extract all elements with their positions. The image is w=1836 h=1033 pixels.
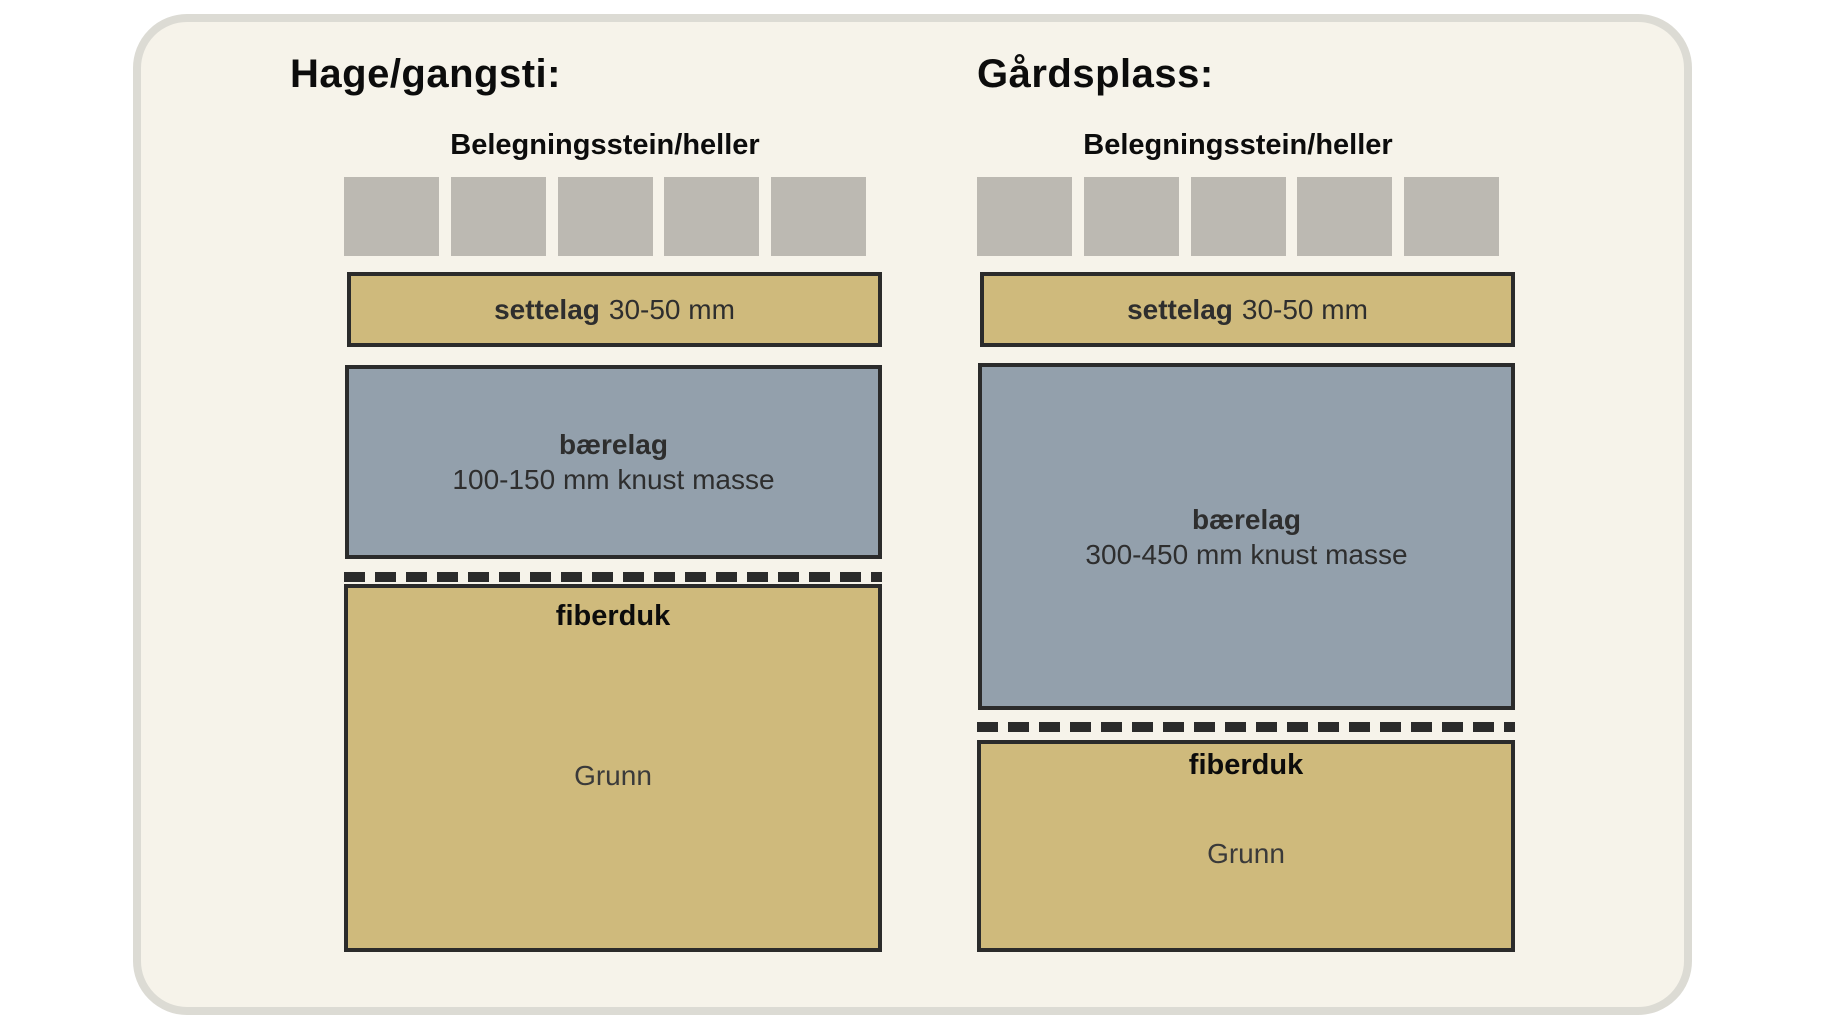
settelag-thickness: 30-50 mm bbox=[1241, 294, 1368, 325]
baerelag-name: bærelag bbox=[1192, 503, 1301, 535]
baerelag-thickness: 100-150 mm knust masse bbox=[452, 464, 775, 495]
settelag-name: settelag bbox=[1127, 294, 1233, 325]
fiberduk-dashed-line bbox=[977, 722, 1515, 732]
column-title-gardsplass: Gårdsplass: bbox=[977, 52, 1214, 96]
fiberduk-dashed-line bbox=[344, 572, 882, 582]
baerelag-name: bærelag bbox=[559, 429, 668, 460]
grunn-label: Grunn bbox=[574, 760, 652, 791]
paving-stone bbox=[344, 177, 439, 256]
paving-stone bbox=[557, 177, 653, 256]
paving-stones-row bbox=[977, 177, 1499, 256]
settelag-thickness: 30-50 mm bbox=[608, 294, 735, 325]
paving-stone bbox=[977, 177, 1072, 256]
paving-stones-row bbox=[344, 177, 866, 256]
paving-stone bbox=[1083, 177, 1179, 256]
paving-stone bbox=[450, 177, 546, 256]
baerelag-layer: bærelag 300-450 mm knust masse bbox=[978, 363, 1515, 710]
settelag-layer: settelag 30-50 mm bbox=[980, 272, 1515, 347]
baerelag-layer: bærelag 100-150 mm knust masse bbox=[345, 365, 882, 559]
fiberduk-label: fiberduk bbox=[555, 600, 671, 632]
settelag-name: settelag bbox=[494, 294, 600, 325]
fiberduk-label: fiberduk bbox=[1188, 749, 1304, 781]
paving-stone bbox=[1190, 177, 1286, 256]
paving-stone bbox=[1404, 177, 1499, 256]
column-title-hage-gangsti: Hage/gangsti: bbox=[290, 52, 561, 96]
grunn-layer: fiberduk Grunn bbox=[977, 740, 1515, 952]
settelag-layer: settelag 30-50 mm bbox=[347, 272, 882, 347]
paving-stones-label: Belegningsstein/heller bbox=[1083, 129, 1393, 161]
paving-stone bbox=[1297, 177, 1393, 256]
baerelag-thickness: 300-450 mm knust masse bbox=[1085, 538, 1408, 570]
paving-stones-label: Belegningsstein/heller bbox=[450, 129, 760, 161]
section-hage-gangsti: Hage/gangsti: Belegningsstein/heller set… bbox=[290, 0, 882, 1033]
section-gardsplass: Gårdsplass: Belegningsstein/heller sette… bbox=[977, 0, 1515, 1033]
grunn-layer: fiberduk Grunn bbox=[344, 584, 882, 952]
paving-stone bbox=[771, 177, 866, 256]
grunn-label: Grunn bbox=[1207, 838, 1285, 869]
paving-stone bbox=[664, 177, 760, 256]
